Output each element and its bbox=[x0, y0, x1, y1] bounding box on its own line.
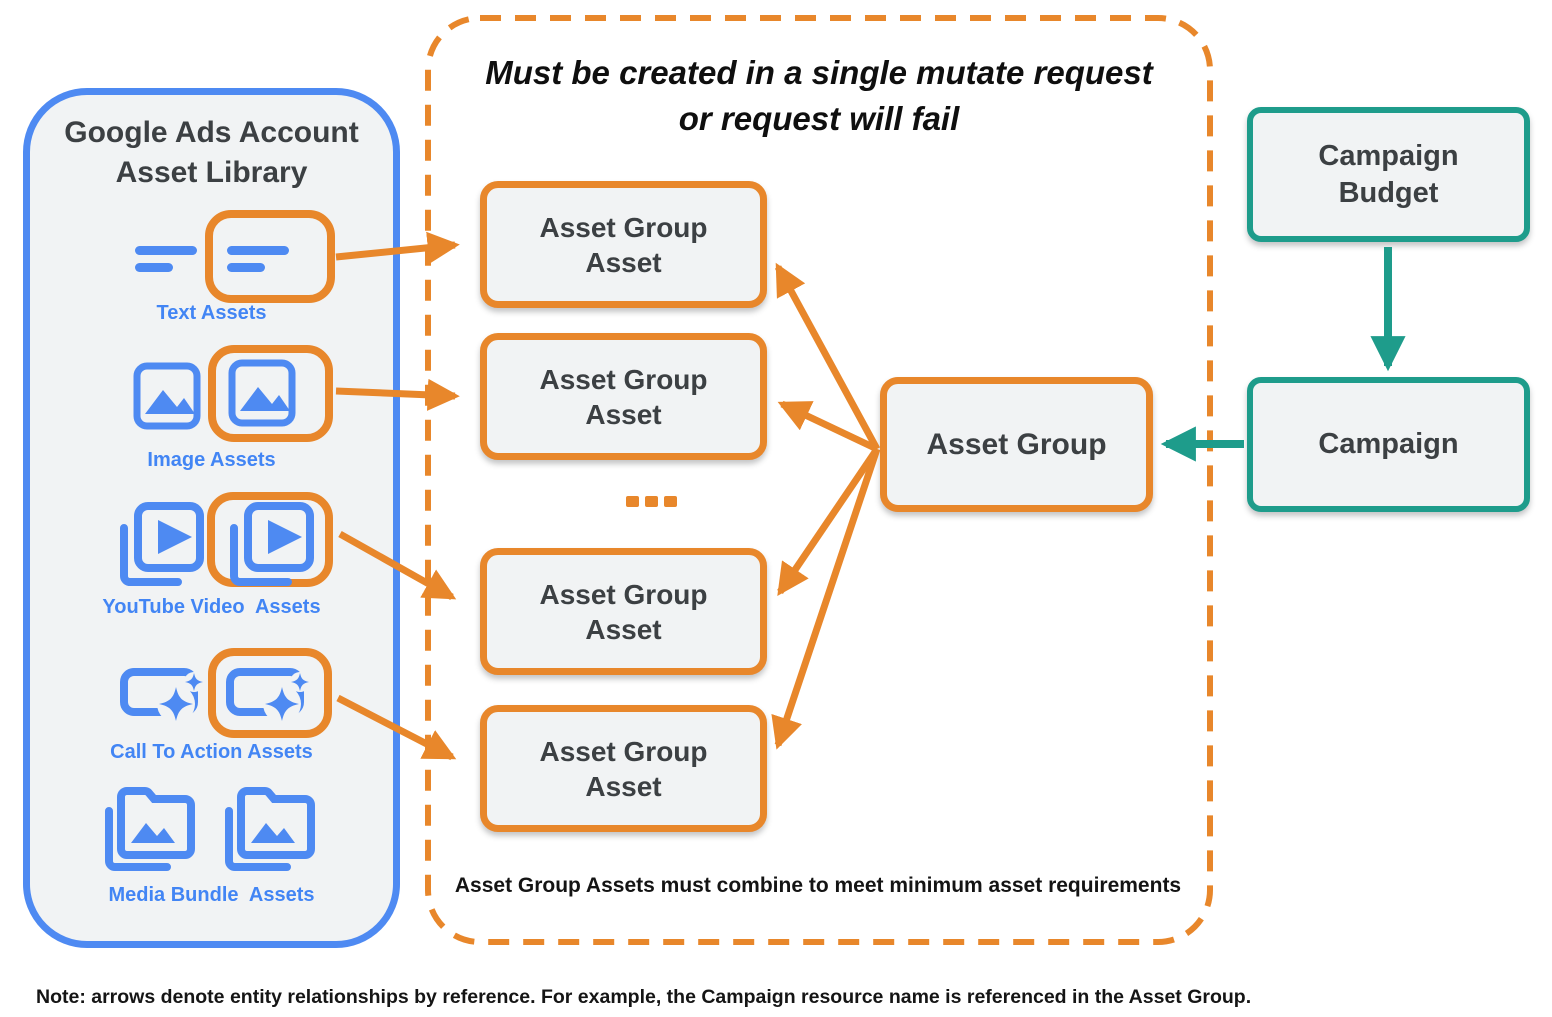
media-bundle-assets-label: Media Bundle Assets bbox=[108, 884, 315, 906]
footnote: Note: arrows denote entity relationships… bbox=[36, 986, 1252, 1008]
campaign-budget-label: Budget bbox=[1338, 176, 1439, 209]
call-to-action-asset-icon bbox=[120, 668, 204, 723]
library-title-line2: Asset Library bbox=[115, 156, 308, 189]
arrow-asset-group-to-asset-group-asset-1 bbox=[774, 262, 881, 451]
asset-group-box: Asset Group bbox=[880, 377, 1153, 512]
arrow-asset-group-to-asset-group-asset-2 bbox=[777, 400, 879, 453]
ellipsis-dot bbox=[645, 496, 658, 507]
text-asset-highlight-ring bbox=[205, 210, 335, 303]
arrow-asset-group-to-asset-group-asset-4 bbox=[771, 447, 881, 750]
asset-group-asset-label: Asset bbox=[585, 246, 662, 278]
asset-group-asset-box-3: Asset Group Asset bbox=[480, 548, 767, 675]
mutate-panel-title-line2: or request will fail bbox=[678, 100, 960, 137]
more-boxes-ellipsis bbox=[626, 496, 677, 507]
media-bundle-asset-icon bbox=[225, 787, 315, 871]
asset-group-asset-box-2: Asset Group Asset bbox=[480, 333, 767, 460]
library-title: Google Ads Account Asset Library bbox=[30, 113, 393, 193]
asset-group-asset-box-1: Asset Group Asset bbox=[480, 181, 767, 308]
call-to-action-asset-icon bbox=[226, 668, 310, 723]
asset-group-asset-label: Asset Group bbox=[539, 735, 708, 767]
image-assets-label: Image Assets bbox=[147, 449, 276, 471]
mutate-panel-footer: Asset Group Assets must combine to meet … bbox=[454, 874, 1182, 897]
mutate-panel-title: Must be created in a single mutate reque… bbox=[425, 50, 1213, 142]
text-asset-icon bbox=[135, 246, 197, 272]
asset-group-label: Asset Group bbox=[926, 427, 1107, 461]
call-to-action-asset-highlight-ring bbox=[208, 648, 332, 738]
mutate-panel-title-line1: Must be created in a single mutate reque… bbox=[485, 54, 1153, 91]
image-asset-icon bbox=[228, 359, 296, 427]
library-title-line1: Google Ads Account bbox=[64, 116, 359, 149]
youtube-video-assets-label: YouTube Video Assets bbox=[102, 596, 321, 618]
image-asset-highlight-ring bbox=[208, 345, 333, 442]
asset-group-asset-label: Asset Group bbox=[539, 578, 708, 610]
ellipsis-dot bbox=[626, 496, 639, 507]
campaign-box: Campaign bbox=[1247, 377, 1530, 512]
media-bundle-asset-icon bbox=[105, 787, 195, 871]
arrow-asset-group-to-asset-group-asset-3 bbox=[777, 447, 880, 596]
youtube-video-asset-icon bbox=[230, 502, 314, 586]
asset-group-asset-label: Asset bbox=[585, 398, 662, 430]
ellipsis-dot bbox=[664, 496, 677, 507]
asset-group-asset-label: Asset Group bbox=[539, 363, 708, 395]
asset-group-asset-label: Asset Group bbox=[539, 211, 708, 243]
asset-group-asset-label: Asset bbox=[585, 770, 662, 802]
text-assets-label: Text Assets bbox=[156, 302, 267, 324]
campaign-label: Campaign bbox=[1318, 428, 1459, 460]
campaign-budget-label: Campaign bbox=[1318, 139, 1459, 172]
image-asset-icon bbox=[133, 362, 201, 430]
asset-group-asset-label: Asset bbox=[585, 613, 662, 645]
asset-group-asset-box-4: Asset Group Asset bbox=[480, 705, 767, 832]
youtube-video-asset-icon bbox=[120, 502, 204, 586]
asset-library-panel: Google Ads Account Asset Library Text As… bbox=[23, 88, 400, 948]
campaign-budget-box: Campaign Budget bbox=[1247, 107, 1530, 242]
text-asset-icon bbox=[227, 246, 289, 272]
call-to-action-assets-label: Call To Action Assets bbox=[110, 741, 313, 763]
